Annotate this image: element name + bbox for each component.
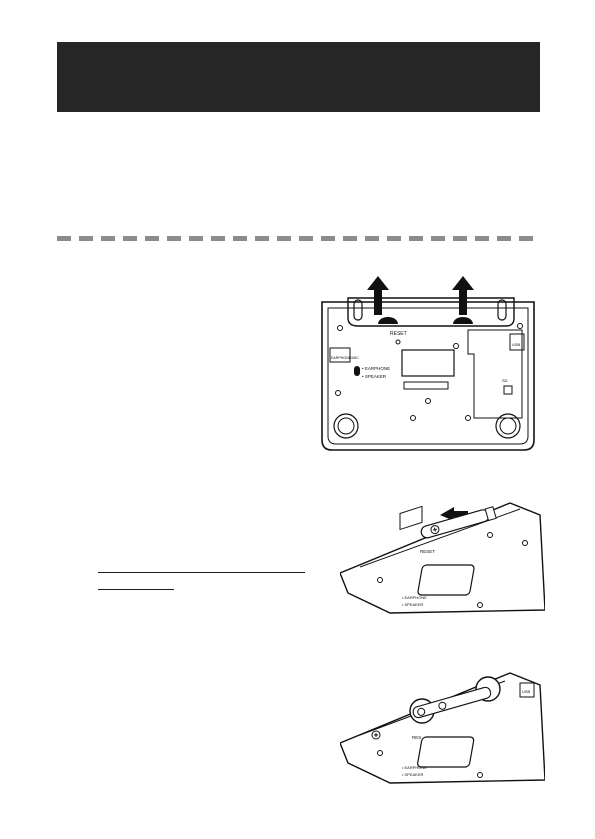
underline-1 — [98, 572, 305, 573]
speaker-switch-label: • SPEAKER — [362, 374, 387, 379]
speaker-switch-label: • SPEAKER — [402, 602, 424, 607]
sd-label: SD — [502, 378, 508, 383]
device-bottom-illustration: RESET EARPHONE/MIC • EARPHONE • SPEAKER … — [321, 276, 535, 451]
earphone-switch-label: • EARPHONE — [402, 765, 427, 770]
reset-label: RESET — [420, 549, 435, 554]
remove-cover-arrows — [367, 276, 474, 315]
battery-insert-illustration: RES USB • EARPHONE • SPEAKER — [340, 672, 545, 784]
section-divider — [57, 236, 540, 241]
battery-removal-illustration: RESET • EARPHONE • SPEAKER — [340, 502, 545, 614]
earphone-mic-label: EARPHONE/MIC — [331, 356, 359, 360]
underline-2 — [98, 589, 174, 590]
reset-label: RESET — [390, 331, 407, 337]
usb-label: USB — [512, 342, 521, 347]
usb-label: USB — [522, 689, 531, 694]
reset-label: RES — [412, 735, 421, 740]
header-bar — [57, 42, 540, 112]
earphone-switch-label: • EARPHONE — [362, 366, 390, 371]
earphone-switch-label: • EARPHONE — [402, 595, 427, 600]
slide-arrow-icon — [440, 507, 468, 521]
speaker-switch-label: • SPEAKER — [402, 772, 424, 777]
